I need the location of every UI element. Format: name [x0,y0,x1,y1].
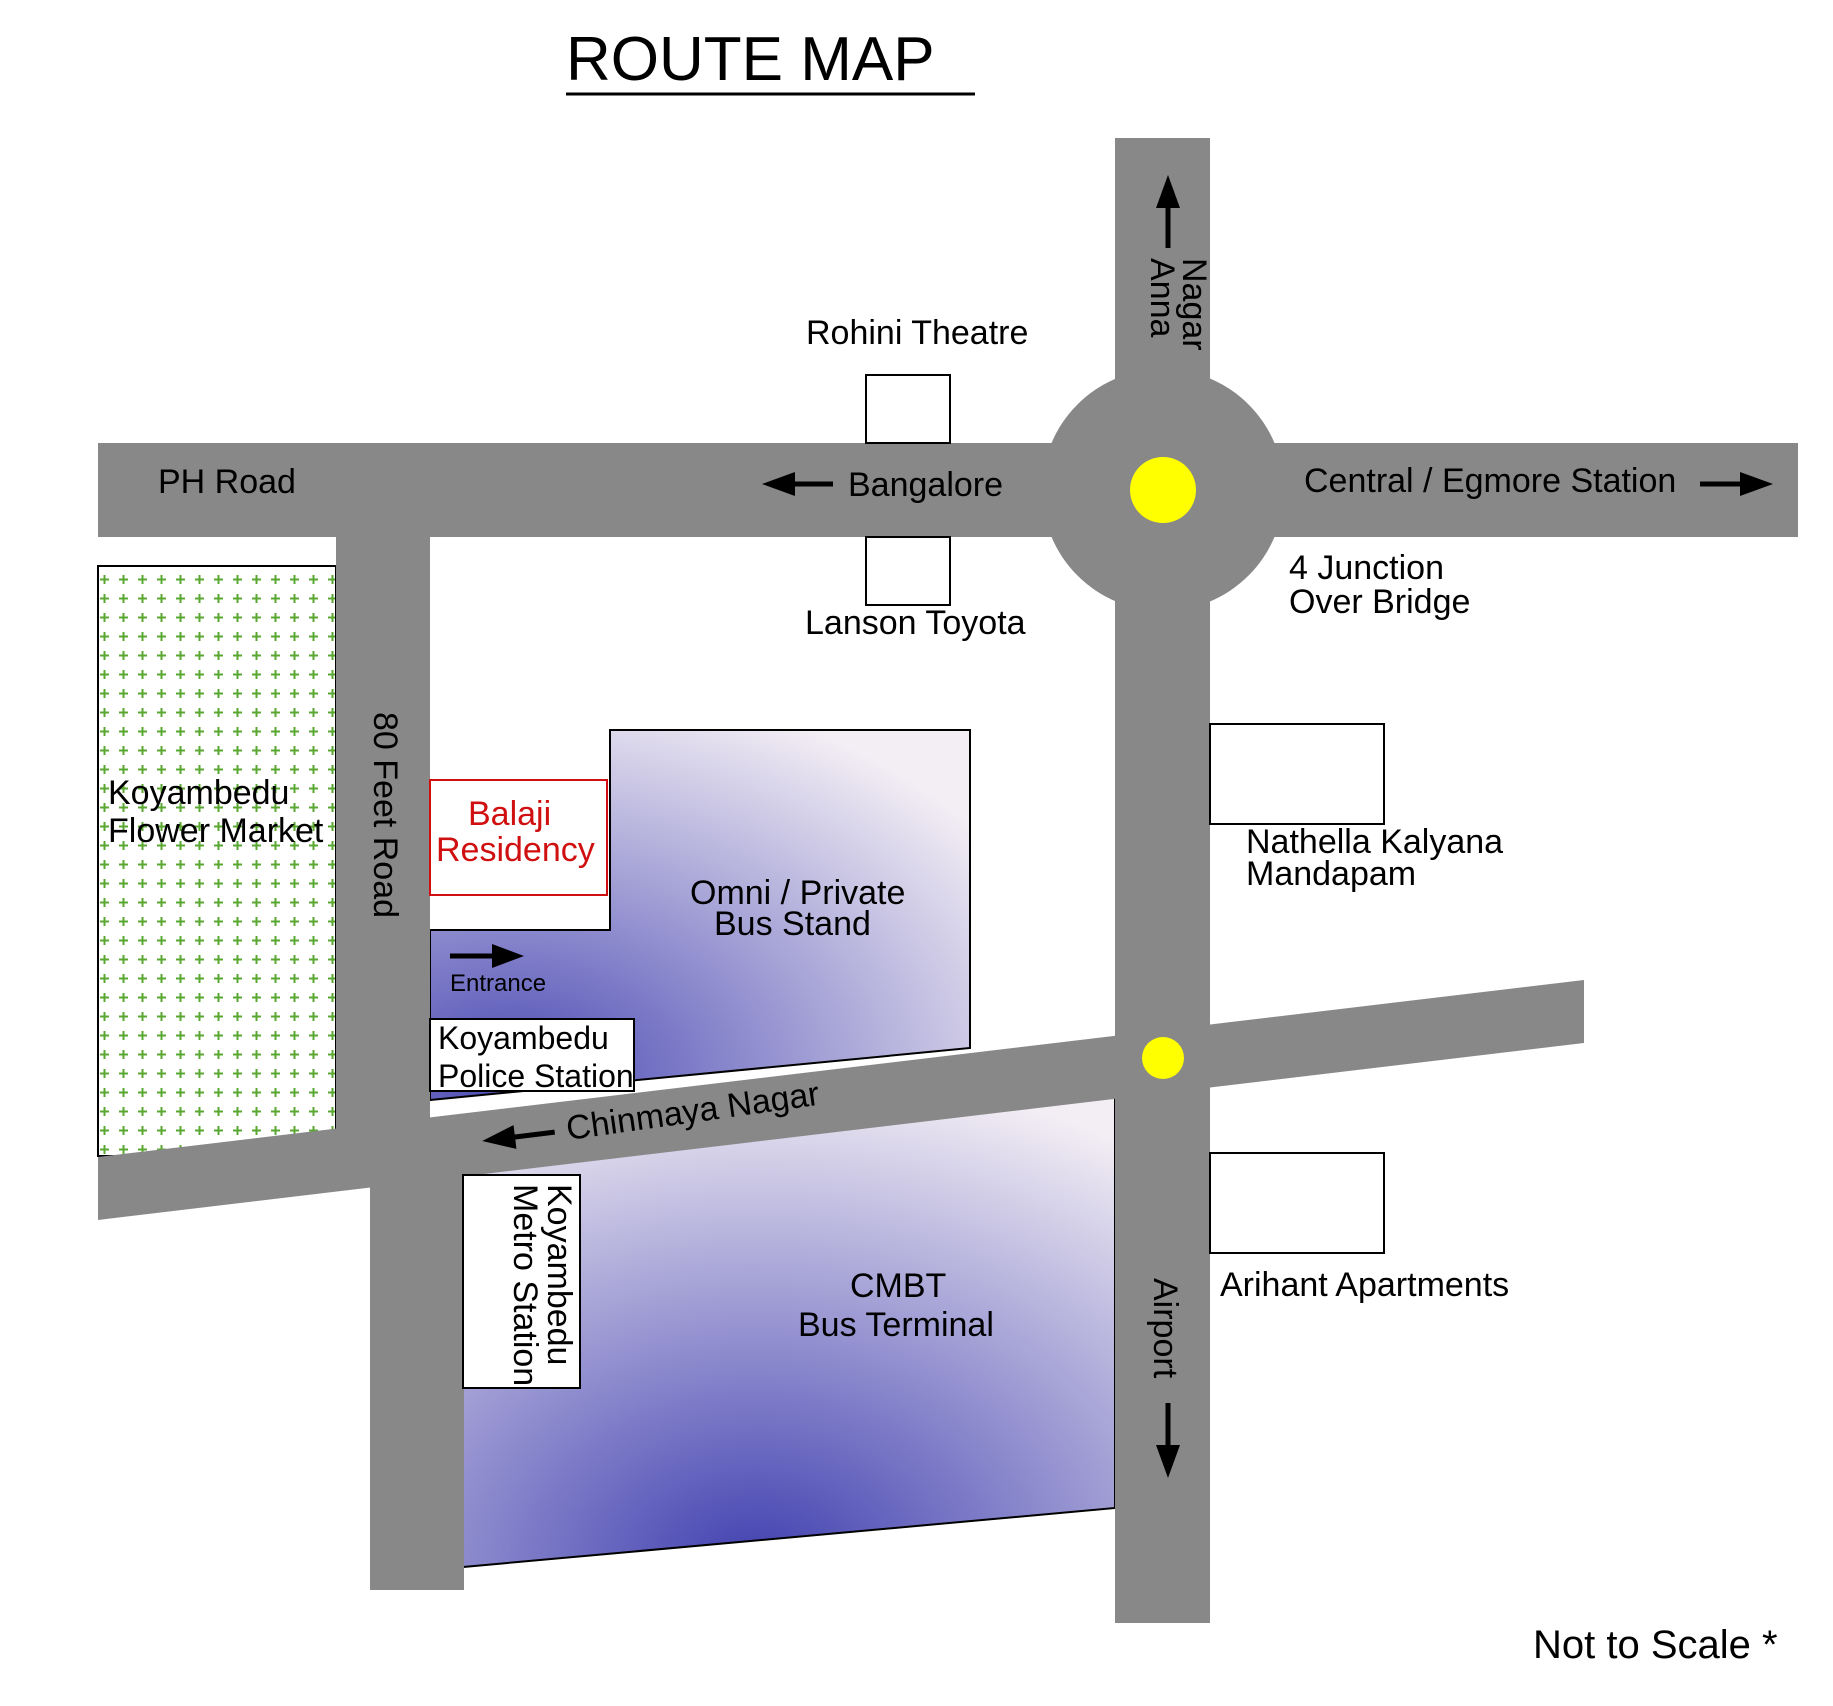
scale-note: Not to Scale * [1533,1623,1778,1667]
signal-junction [1130,457,1196,523]
arihant-label: Arihant Apartments [1220,1266,1509,1304]
anna-airport-road [1115,138,1210,1623]
map-title: ROUTE MAP [566,25,935,94]
main-road-horizontal [98,443,1798,537]
signal-lower [1142,1037,1184,1079]
omni-label-2: Bus Stand [714,905,871,943]
metro-station-box [462,1174,581,1389]
feet-road-lower [370,1150,464,1590]
rohini-theatre-label: Rohini Theatre [806,314,1028,352]
feet-road-label: 80 Feet Road [366,712,404,918]
balaji-residency-box [429,779,608,896]
roads [98,138,1798,1623]
rohini-theatre-box [865,374,951,444]
balaji-residency-label-1: Balaji [468,795,551,833]
police-station-label-2: Police Station [438,1058,634,1094]
arrow-right-icon [1700,472,1773,496]
cmbt-label-1: CMBT [850,1267,946,1305]
bangalore-label: Bangalore [848,466,1003,504]
police-station-box [429,1018,635,1092]
junction-label-1: 4 Junction [1289,549,1444,587]
airport-label: Airport [1146,1278,1184,1379]
flower-market [97,565,337,1157]
anna-nagar-label-1: Nagar [1175,258,1213,351]
ph-road-label: PH Road [158,463,296,501]
metro-label-2: Metro Station [506,1184,544,1386]
nathella-label-2: Mandapam [1246,855,1416,893]
central-egmore-label: Central / Egmore Station [1304,462,1676,500]
police-station-label-1: Koyambedu [438,1020,609,1056]
arrow-left-icon [762,472,833,496]
flower-market-label-2: Flower Market [108,812,324,850]
flower-market-label-1: Koyambedu [108,774,289,812]
arrow-down-icon [1156,1403,1180,1478]
metro-label-1: Koyambedu [540,1184,578,1365]
omni-label-1: Omni / Private [690,874,905,912]
junction-label-2: Over Bridge [1289,583,1470,621]
lanson-toyota-label: Lanson Toyota [805,604,1026,642]
chinmaya-road [98,980,1584,1220]
entrance-arrow-icon [450,944,524,968]
nathella-box [1209,723,1385,825]
entrance-label: Entrance [450,970,546,997]
lanson-toyota-box [865,536,951,606]
direction-arrows [450,175,1773,1478]
feet-road-upper [336,537,430,1157]
anna-nagar-label-2: Anna [1143,258,1181,337]
nathella-label-1: Nathella Kalyana [1246,823,1503,861]
cmbt-label-2: Bus Terminal [798,1306,994,1344]
balaji-residency-label-2: Residency [436,831,595,869]
arrow-up-icon [1156,175,1180,248]
arihant-box [1209,1152,1385,1254]
chinmaya-arrow-icon [482,1125,556,1149]
